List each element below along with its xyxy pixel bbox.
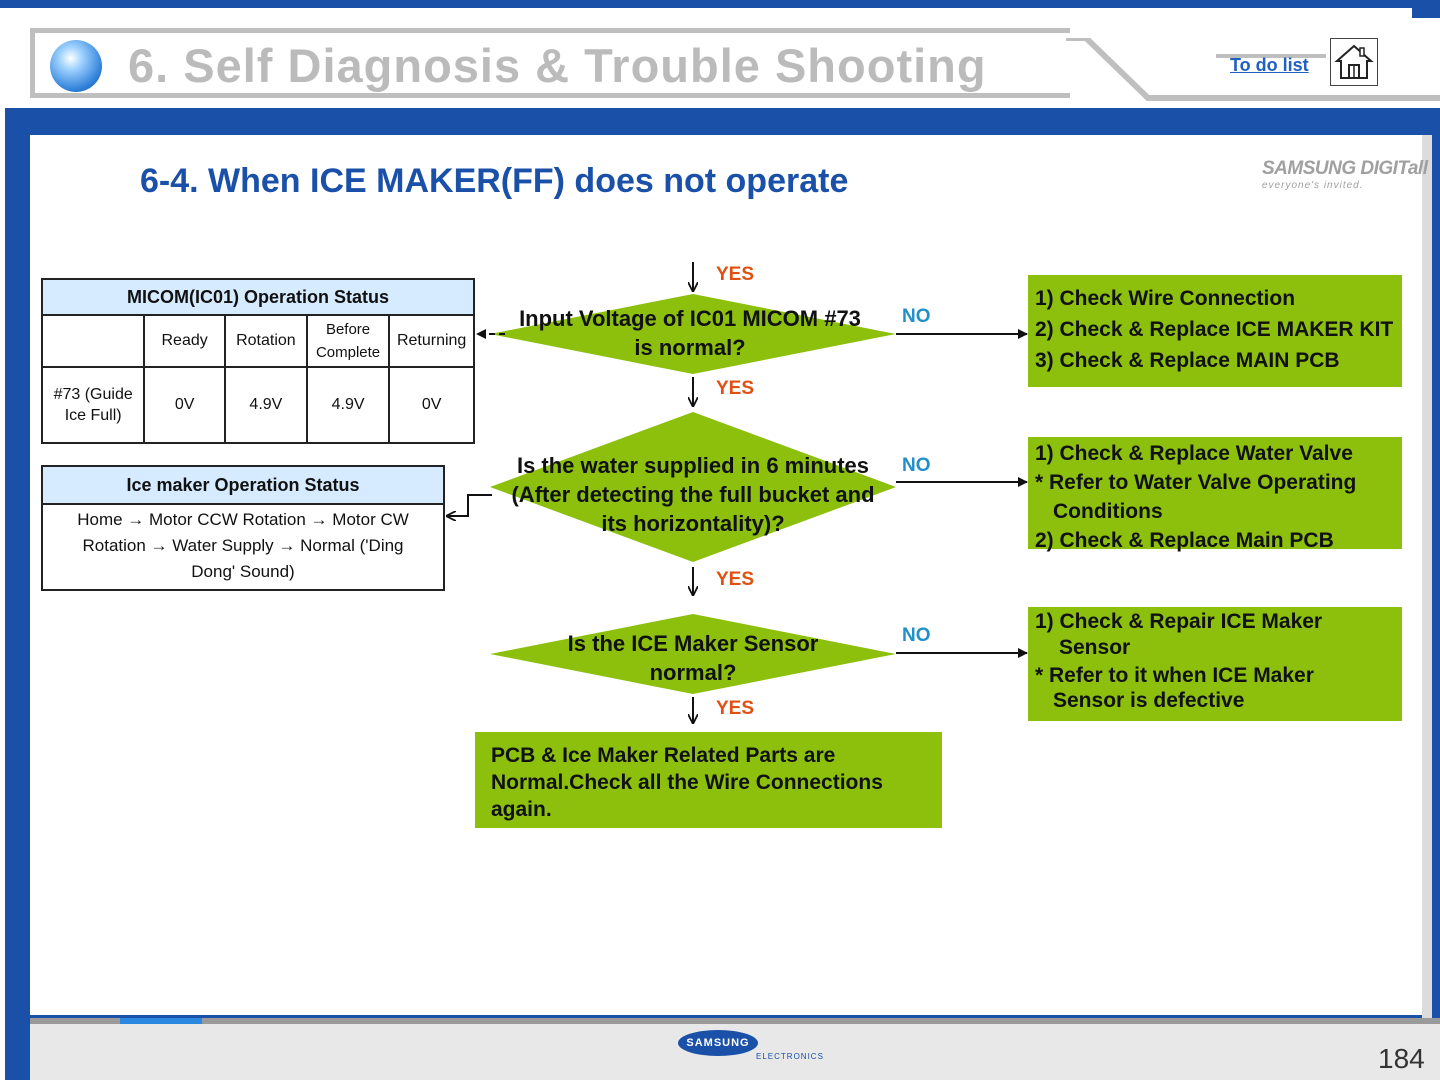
action-item: * Refer to it when ICE Maker (1035, 664, 1314, 687)
ice-maker-status-table: Ice maker Operation Status Home → Motor … (41, 465, 445, 591)
action-box-2: 1) Check & Replace Water Valve * Refer t… (1028, 437, 1402, 552)
action-box-1: 1) Check Wire Connection 2) Check & Repl… (1028, 275, 1402, 387)
micom-col-header: Ready (143, 314, 226, 368)
decision-2-text: Is the water supplied in 6 minutes (Afte… (511, 453, 875, 536)
action-item: Sensor is defective (1053, 689, 1245, 712)
action-item: 3) Check & Replace MAIN PCB (1035, 349, 1340, 372)
micom-cell: 4.9V (223, 366, 308, 444)
micom-col-header: Before Complete (305, 314, 391, 368)
samsung-digitall-logo: SAMSUNG DIGITall (1262, 158, 1428, 179)
micom-cell: 4.9V (305, 366, 391, 444)
result-box: PCB & Ice Maker Related Parts are Normal… (475, 732, 942, 828)
result-text: PCB & Ice Maker Related Parts are Normal… (491, 744, 883, 821)
title-frame (30, 28, 1070, 98)
action-item: Conditions (1053, 500, 1163, 523)
header-accent-stripe (0, 0, 1440, 8)
yes-label: YES (716, 378, 755, 399)
micom-cell: #73 (Guide Ice Full) (40, 366, 146, 444)
action-item: 2) Check & Replace Main PCB (1035, 529, 1334, 552)
arrow-left-bent (447, 494, 492, 516)
action-item: 1) Check & Repair ICE Maker (1035, 610, 1323, 633)
yes-label: YES (716, 264, 755, 285)
globe-icon (50, 40, 102, 92)
header-accent-corner (1412, 8, 1440, 18)
decision-diamond-2 (490, 412, 896, 562)
action-item: Sensor (1059, 636, 1131, 659)
page-number: 184 (1378, 1043, 1425, 1074)
no-label: NO (902, 455, 931, 476)
decision-diamond-1 (490, 294, 896, 374)
micom-col-header: Returning (388, 314, 475, 368)
micom-col-header (40, 314, 146, 368)
title-frame-tail (1066, 38, 1440, 101)
micom-cell: 0V (388, 366, 475, 444)
panel-shadow (1422, 135, 1432, 1020)
no-label: NO (902, 306, 931, 327)
action-item: 1) Check Wire Connection (1035, 287, 1296, 310)
page-title: 6. Self Diagnosis & Trouble Shooting (128, 39, 987, 92)
brand-slogan: everyone's invited. (1262, 180, 1364, 191)
decision-3-text: Is the ICE Maker Sensor normal? (567, 631, 819, 685)
action-box-3: 1) Check & Repair ICE Maker Sensor * Ref… (1028, 607, 1402, 721)
section-title: 6-4. When ICE MAKER(FF) does not operate (140, 162, 849, 200)
decision-1-text: Input Voltage of IC01 MICOM #73 is norma… (519, 306, 861, 360)
micom-status-table: MICOM(IC01) Operation Status Ready Rotat… (40, 278, 475, 444)
yes-label: YES (716, 698, 755, 719)
ice-table-body: Home → Motor CCW Rotation → Motor CW Rot… (41, 503, 445, 591)
action-item: * Refer to Water Valve Operating (1035, 471, 1357, 494)
action-item: 1) Check & Replace Water Valve (1035, 442, 1353, 465)
todo-list-link[interactable]: To do list (1230, 55, 1309, 75)
action-item: 2) Check & Replace ICE MAKER KIT (1035, 318, 1394, 341)
micom-col-header: Rotation (223, 314, 308, 368)
decision-diamond-3 (490, 614, 896, 694)
yes-label: YES (716, 569, 755, 590)
samsung-logo-sub: ELECTRONICS (756, 1052, 824, 1061)
home-button[interactable] (1330, 38, 1378, 86)
home-icon (1334, 44, 1374, 79)
footer-divider (30, 1018, 1440, 1024)
micom-table-title: MICOM(IC01) Operation Status (41, 278, 475, 316)
no-label: NO (902, 625, 931, 646)
table-row: #73 (Guide Ice Full) 0V 4.9V 4.9V 0V (40, 366, 475, 444)
samsung-logo: SAMSUNG (678, 1030, 758, 1056)
micom-cell: 0V (143, 366, 226, 444)
ice-table-title: Ice maker Operation Status (41, 465, 445, 505)
footer-accent (120, 1018, 202, 1024)
